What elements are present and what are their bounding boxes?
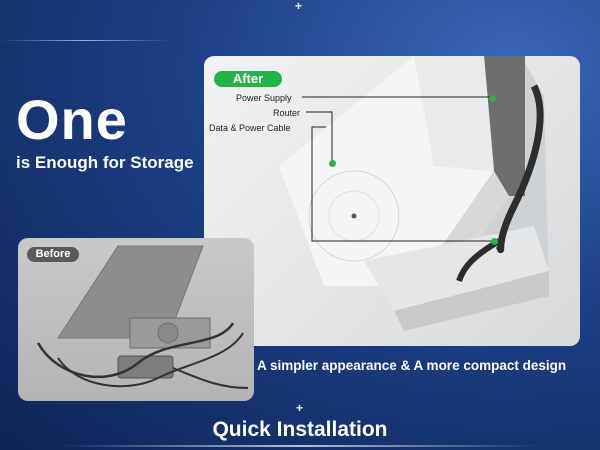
callout-data-power-cable: Data & Power Cable	[209, 123, 291, 133]
marker-power-supply	[489, 95, 496, 102]
callout-power-supply: Power Supply	[236, 93, 292, 103]
divider-line	[0, 40, 170, 41]
marker-cable	[491, 238, 498, 245]
after-badge: After	[214, 71, 282, 87]
callout-router: Router	[273, 108, 301, 118]
sparkle-icon: +	[296, 401, 304, 415]
before-badge: Before	[27, 247, 79, 262]
caption: A simpler appearance & A more compact de…	[257, 358, 567, 373]
subheadline: is Enough for Storage	[16, 153, 194, 172]
messy-setup-illustration	[36, 245, 249, 389]
sparkle-icon: +	[295, 0, 303, 13]
before-photo	[18, 238, 254, 401]
after-photo	[204, 56, 580, 346]
headline: One	[16, 88, 128, 151]
marker-router	[329, 160, 336, 167]
router-mount-illustration	[279, 56, 549, 331]
footer-divider	[60, 445, 540, 447]
footer-title: Quick Installation	[212, 418, 388, 441]
